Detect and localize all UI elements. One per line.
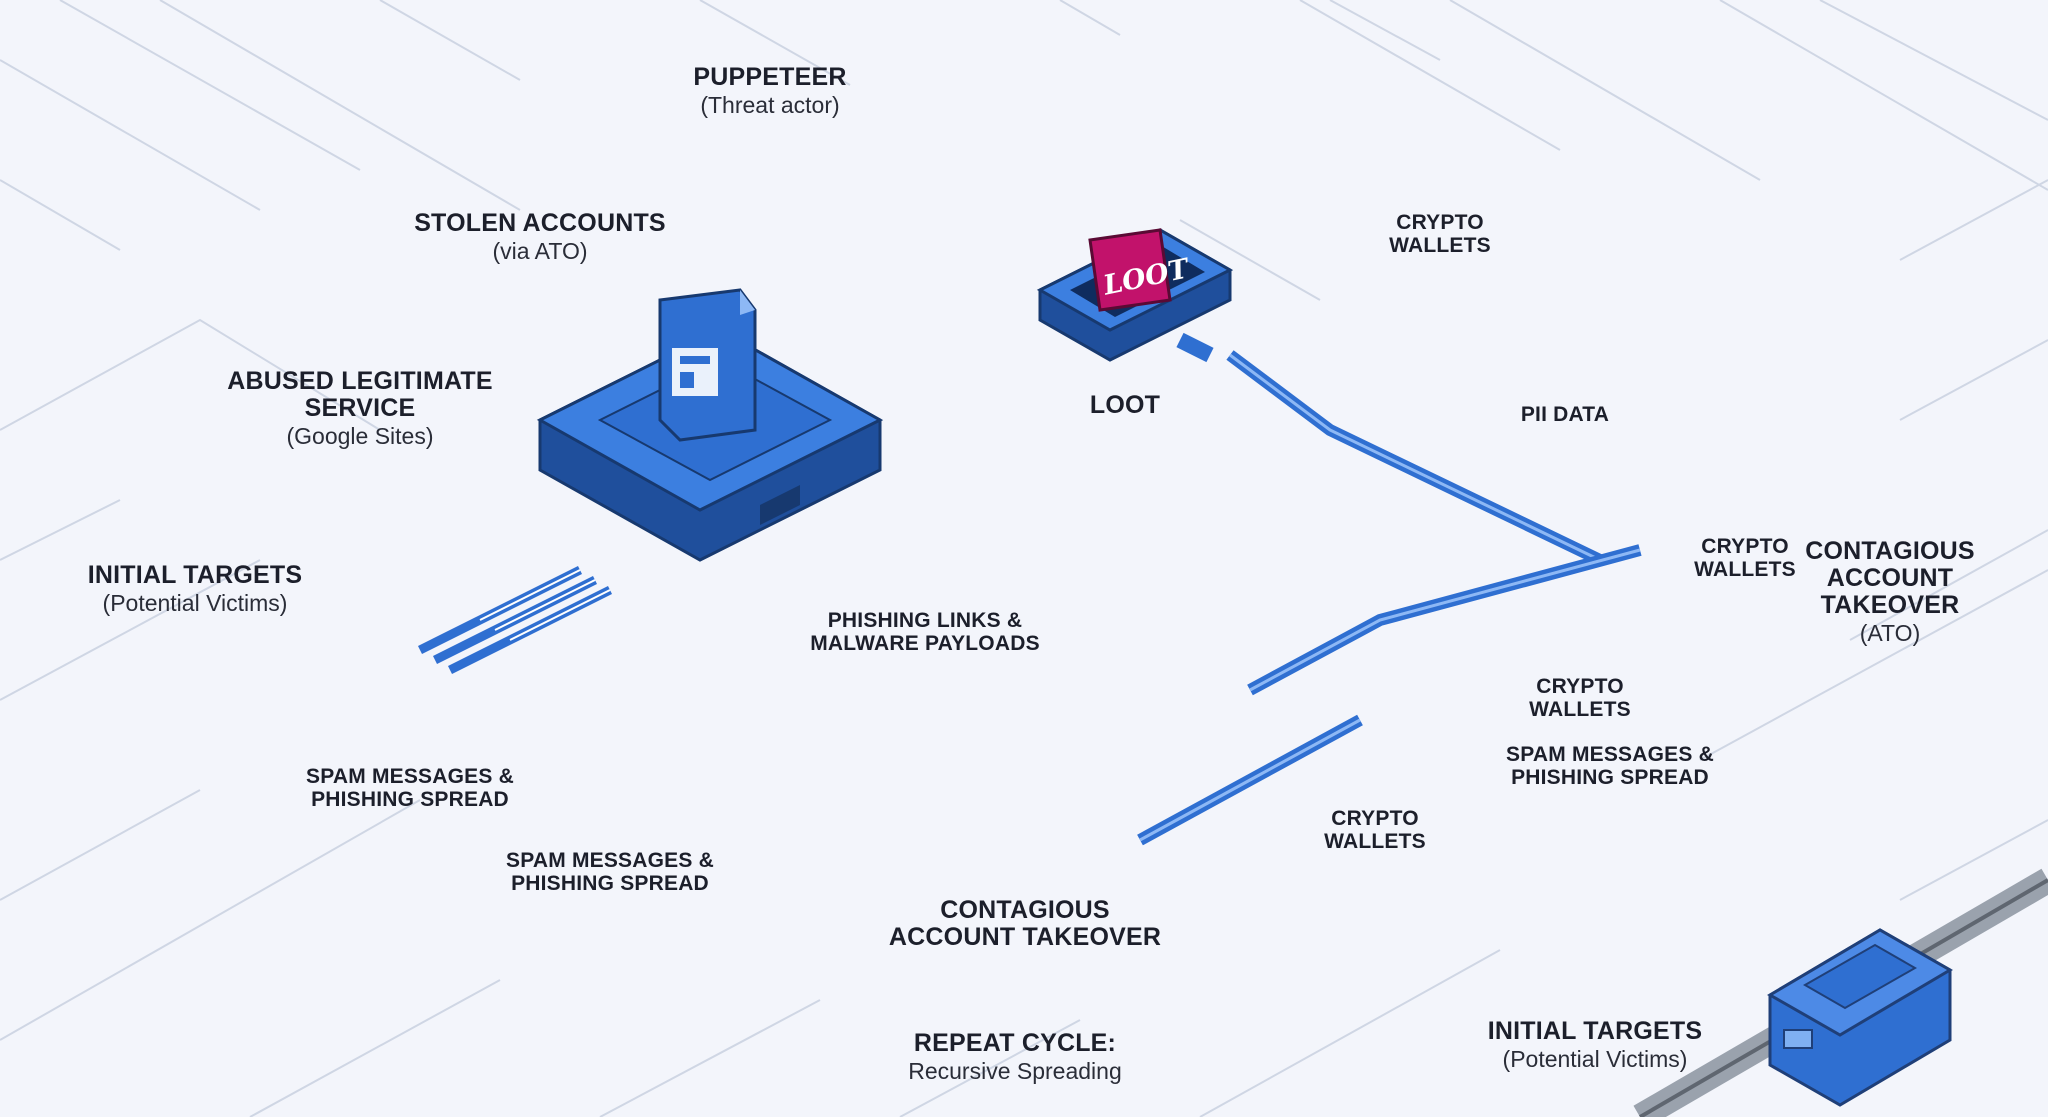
initial-targets-left-title: INITIAL TARGETS: [87, 561, 303, 589]
contagious-right-line1: CONTAGIOUS: [1805, 537, 1975, 565]
crypto-wallets-mid-line1: CRYPTO: [1536, 675, 1624, 698]
contagious-center-line2: ACCOUNT TAKEOVER: [888, 923, 1162, 951]
initial-targets-bottom-title: INITIAL TARGETS: [1487, 1017, 1703, 1045]
spam-left-line1: SPAM MESSAGES &: [306, 765, 514, 788]
crypto-wallets-right-label: CRYPTO WALLETS: [1675, 535, 1815, 581]
crypto-wallets-right-line2: WALLETS: [1694, 557, 1796, 581]
puppeteer-title: PUPPETEER: [693, 63, 847, 91]
spam-right-label: SPAM MESSAGES & PHISHING SPREAD: [1495, 743, 1725, 789]
contagious-center-label: CONTAGIOUS ACCOUNT TAKEOVER: [880, 897, 1170, 951]
crypto-wallets-low-line1: CRYPTO: [1331, 807, 1419, 830]
pii-data-label: PII DATA: [1500, 403, 1630, 427]
crypto-wallets-top-line2: WALLETS: [1389, 233, 1491, 257]
initial-targets-bottom-subtitle: (Potential Victims): [1502, 1046, 1688, 1072]
network-router-device: [1633, 868, 2048, 1117]
stolen-accounts-title: STOLEN ACCOUNTS: [414, 209, 666, 237]
spam-left-line2: PHISHING SPREAD: [311, 787, 509, 811]
abused-service-title-line2: SERVICE: [304, 394, 416, 422]
loot-title: LOOT: [1089, 391, 1161, 419]
spam-right-line1: SPAM MESSAGES &: [1506, 743, 1714, 766]
contagious-right-subtitle: (ATO): [1859, 620, 1921, 646]
spam-left-label: SPAM MESSAGES & PHISHING SPREAD: [295, 765, 525, 811]
repeat-cycle-label: REPEAT CYCLE: Recursive Spreading: [880, 1030, 1150, 1084]
crypto-wallets-mid-line2: WALLETS: [1529, 697, 1631, 721]
phishing-links-label: PHISHING LINKS & MALWARE PAYLOADS: [800, 609, 1050, 655]
contagious-right-line2: ACCOUNT: [1826, 564, 1954, 592]
loot-device: [1036, 228, 1234, 362]
initial-targets-left-label: INITIAL TARGETS (Potential Victims): [85, 562, 305, 616]
initial-targets-left-subtitle: (Potential Victims): [102, 590, 288, 616]
spam-center-line1: SPAM MESSAGES &: [506, 849, 714, 872]
crypto-wallets-low-label: CRYPTO WALLETS: [1305, 807, 1445, 853]
puppeteer-label: PUPPETEER (Threat actor): [680, 64, 860, 118]
crypto-wallets-top-label: CRYPTO WALLETS: [1370, 211, 1510, 257]
pii-data-title: PII DATA: [1520, 403, 1610, 426]
repeat-cycle-subtitle: Recursive Spreading: [908, 1058, 1122, 1084]
crypto-wallets-mid-label: CRYPTO WALLETS: [1510, 675, 1650, 721]
contagious-center-line1: CONTAGIOUS: [940, 896, 1110, 924]
phishing-links-line2: MALWARE PAYLOADS: [810, 631, 1040, 655]
crypto-wallets-top-line1: CRYPTO: [1396, 211, 1484, 234]
crypto-wallets-low-line2: WALLETS: [1324, 829, 1426, 853]
stolen-accounts-label: STOLEN ACCOUNTS (via ATO): [410, 210, 670, 264]
puppeteer-subtitle: (Threat actor): [700, 92, 840, 118]
loot-label: LOOT: [1060, 392, 1190, 419]
spam-center-line2: PHISHING SPREAD: [511, 871, 709, 895]
repeat-cycle-title: REPEAT CYCLE:: [913, 1029, 1117, 1057]
spam-right-line2: PHISHING SPREAD: [1511, 765, 1709, 789]
abused-service-title-line1: ABUSED LEGITIMATE: [227, 367, 493, 395]
phishing-links-line1: PHISHING LINKS &: [827, 609, 1023, 632]
spam-center-label: SPAM MESSAGES & PHISHING SPREAD: [495, 849, 725, 895]
blue-connector-cables: [417, 332, 1642, 846]
contagious-right-line3: TAKEOVER: [1820, 591, 1960, 619]
abused-service-subtitle: (Google Sites): [286, 423, 434, 449]
contagious-right-label: CONTAGIOUS ACCOUNT TAKEOVER (ATO): [1800, 538, 1980, 646]
initial-targets-bottom-label: INITIAL TARGETS (Potential Victims): [1475, 1018, 1715, 1072]
google-sites-service-device: [536, 288, 884, 562]
abused-service-label: ABUSED LEGITIMATE SERVICE (Google Sites): [215, 368, 505, 449]
stolen-accounts-subtitle: (via ATO): [492, 238, 588, 264]
crypto-wallets-right-line1: CRYPTO: [1701, 535, 1789, 558]
